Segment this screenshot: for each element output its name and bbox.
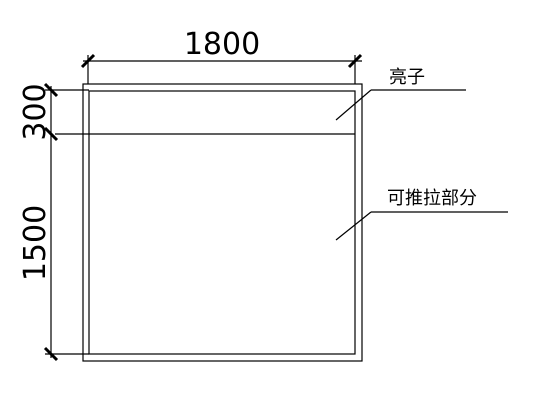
sliding-height-label: 1500 xyxy=(18,205,53,281)
sliding-callout-label: 可推拉部分 xyxy=(387,188,477,209)
transom-leader-diagonal xyxy=(335,89,372,121)
inner-frame xyxy=(88,90,356,355)
transom-callout-label: 亮子 xyxy=(389,67,425,88)
height-tick-bottom xyxy=(43,346,59,362)
width-tick-left xyxy=(80,53,96,69)
width-dimension-label: 1800 xyxy=(184,27,260,62)
height-tick-middle xyxy=(43,126,59,142)
height-tick-top xyxy=(43,82,59,98)
transom-height-label: 300 xyxy=(18,83,53,140)
width-tick-right xyxy=(347,53,363,69)
outer-frame xyxy=(82,83,363,362)
sliding-leader-diagonal xyxy=(335,211,372,241)
